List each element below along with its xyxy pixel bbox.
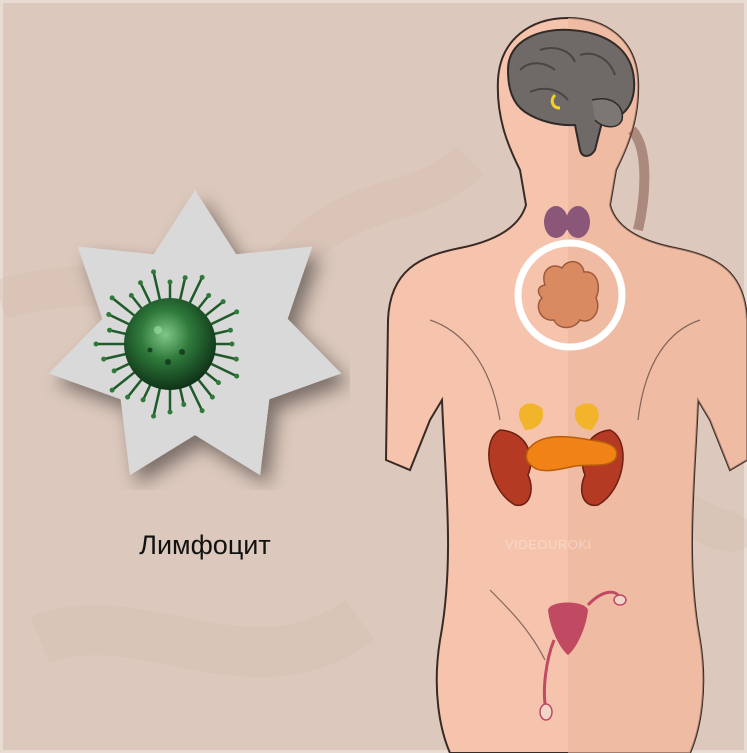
lymphocyte-spike-tip [168, 280, 173, 285]
lymphocyte-spike-tip [168, 410, 173, 415]
lymphocyte-spike-tip [216, 380, 221, 385]
lymphocyte-spike-tip [210, 395, 215, 400]
lymphocyte-spike-tip [206, 293, 211, 298]
lymphocyte-spike-tip [230, 342, 235, 347]
lymphocyte-spike-tip [228, 328, 233, 333]
lymphocyte-spike-tip [200, 275, 205, 280]
lymphocyte-spike-tip [101, 357, 106, 362]
lymphocyte-spike-tip [110, 388, 115, 393]
lymphocyte-spike-tip [151, 414, 156, 419]
lymphocyte-spike-tip [234, 374, 239, 379]
lymphocyte-spike-tip [110, 295, 115, 300]
lymphocyte-spike-tip [151, 269, 156, 274]
lymphocyte-star [40, 180, 350, 490]
lymphocyte-spike-tip [200, 408, 205, 413]
human-body-figure [370, 0, 747, 753]
lymphocyte-spike-tip [94, 342, 99, 347]
lymphocyte-spike-tip [112, 368, 117, 373]
thymus-icon [538, 262, 598, 328]
lymphocyte-spike-tip [183, 275, 188, 280]
lymphocyte-spike-tip [141, 397, 146, 402]
lymphocyte-spike-tip [234, 357, 239, 362]
lymphocyte-spike-tip [106, 312, 111, 317]
lymphocyte-spike-tip [181, 402, 186, 407]
lymphocyte-spike-tip [125, 395, 130, 400]
cell-caption: Лимфоцит [90, 530, 320, 561]
lymphocyte-spike-tip [129, 293, 134, 298]
lymphocyte-card [40, 180, 350, 490]
lymphocyte-spike-tip [138, 280, 143, 285]
lymphocyte-spike-tip [221, 299, 226, 304]
watermark: VIDEOUROKI [505, 537, 592, 552]
lymphocyte-spike-tip [234, 309, 239, 314]
lymphocyte-spike-tip [107, 328, 112, 333]
